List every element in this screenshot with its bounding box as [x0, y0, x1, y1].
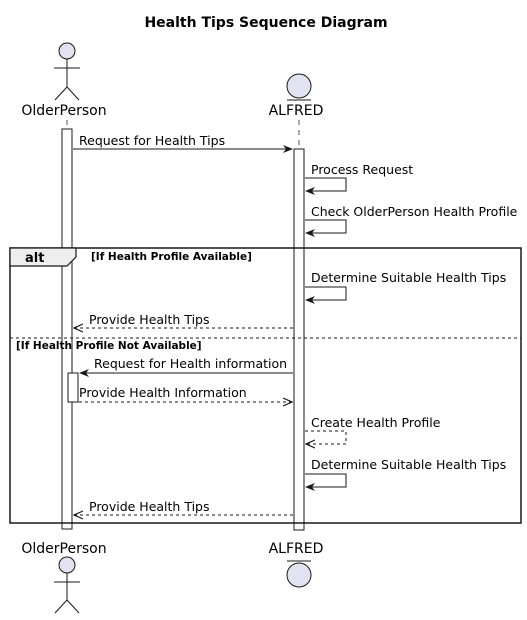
activation-alfred — [293, 148, 305, 531]
message-label: Check OlderPerson Health Profile — [311, 204, 518, 219]
message-label: Determine Suitable Health Tips — [311, 270, 506, 285]
message-label: Process Request — [311, 162, 413, 177]
alt-tab — [9, 247, 77, 267]
message-label: Request for Health Tips — [79, 133, 225, 148]
message-label: Provide Health Tips — [89, 312, 210, 327]
alt-condition-1: [If Health Profile Available] — [91, 251, 252, 263]
message-label: Create Health Profile — [311, 415, 441, 430]
self-message-arrow — [305, 430, 347, 444]
entity-icon — [286, 73, 312, 101]
message-label: Provide Health Tips — [89, 499, 210, 514]
activation-olderperson — [61, 128, 73, 530]
self-message-arrow — [305, 219, 347, 237]
self-message-arrow — [305, 473, 347, 491]
participant-alfred-bottom: ALFRED — [269, 541, 324, 557]
participant-alfred-top: ALFRED — [269, 103, 324, 119]
alt-fragment — [9, 247, 522, 524]
participant-olderperson-top: OlderPerson — [21, 103, 106, 119]
alt-label: alt — [25, 251, 44, 266]
alt-condition-2: [If Health Profile Not Available] — [16, 340, 202, 352]
actor-icon — [54, 42, 80, 101]
diagram-title: Health Tips Sequence Diagram — [144, 15, 387, 31]
self-message-arrow — [305, 177, 347, 195]
actor-icon — [54, 556, 80, 614]
message-label: Request for Health information — [94, 356, 287, 371]
self-message-arrow — [305, 286, 347, 304]
activation-olderperson-nested — [67, 372, 79, 403]
entity-icon — [286, 560, 312, 588]
participant-olderperson-bottom: OlderPerson — [21, 541, 106, 557]
message-label: Provide Health Information — [79, 385, 247, 400]
message-label: Determine Suitable Health Tips — [311, 457, 506, 472]
